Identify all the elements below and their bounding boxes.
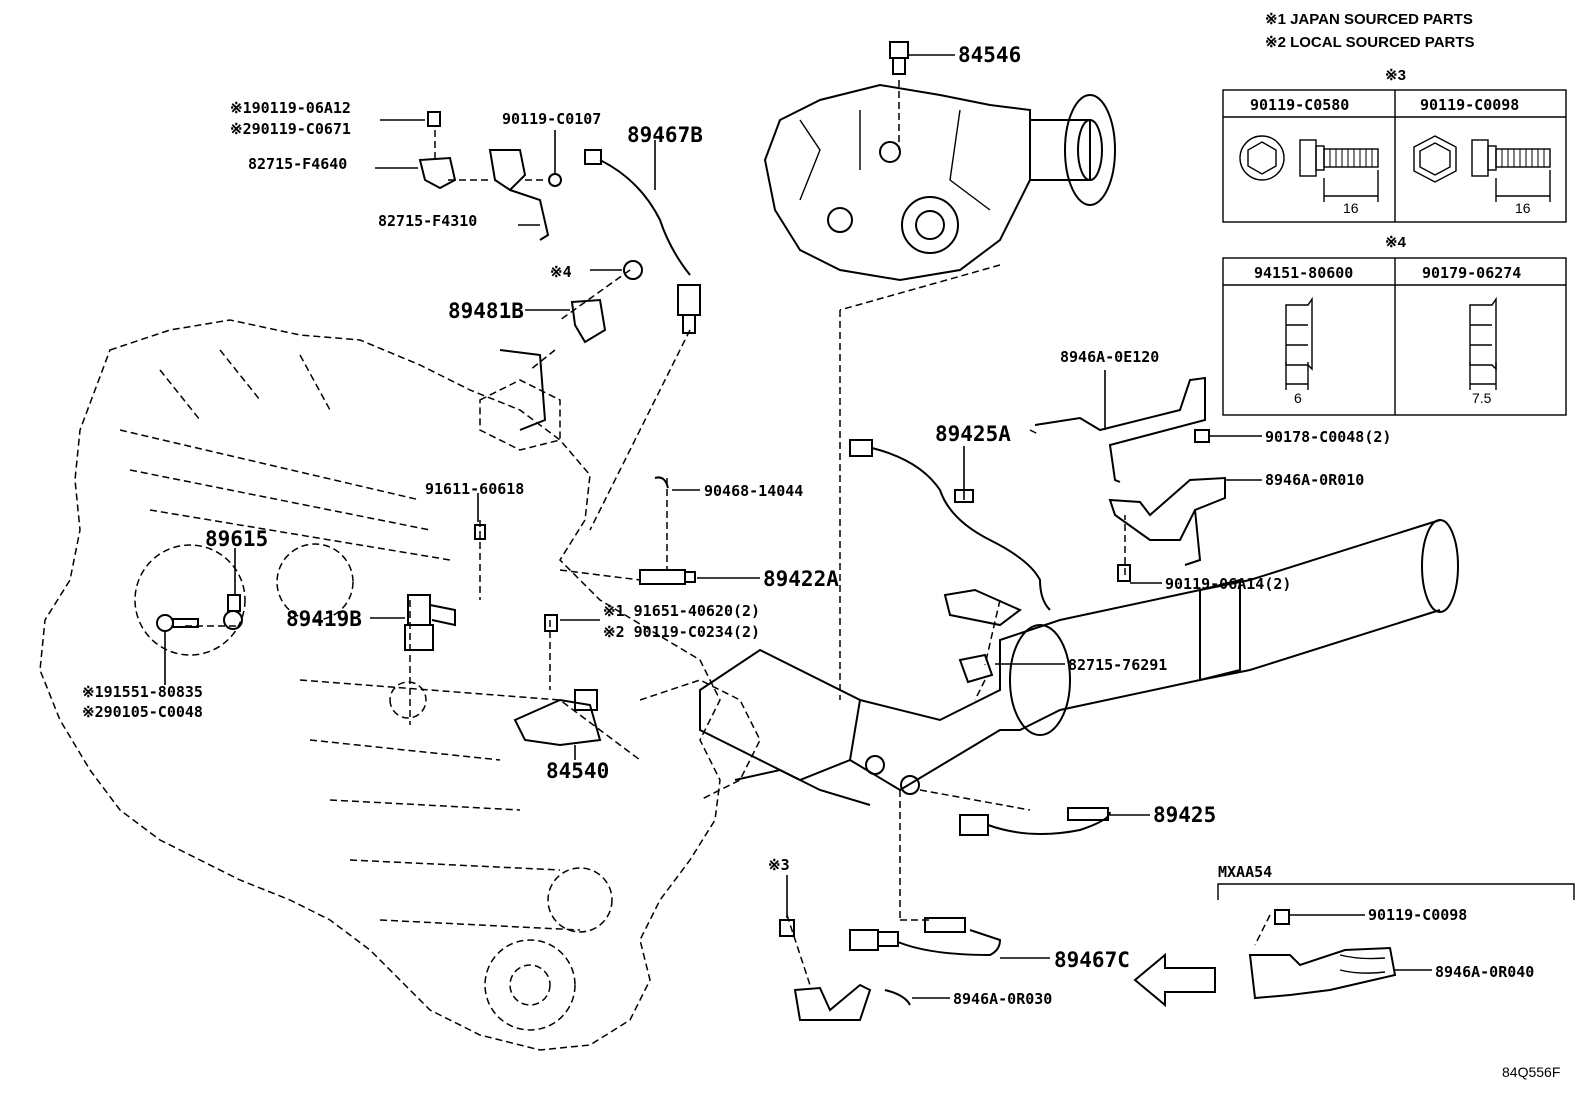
flange-nut-icon <box>1285 296 1313 390</box>
label-90119-c0671: ※290119-C0671 <box>230 120 351 138</box>
exhaust-pipe-illustration <box>699 519 1459 806</box>
oxygen-sensor-89425[interactable] <box>959 807 1111 836</box>
fastener-table-4: ※4 94151-80600 90179-06274 6 7.5 <box>1222 234 1567 416</box>
label-82715-f4640: 82715-F4640 <box>248 155 347 173</box>
transfer-case-illustration <box>763 83 1116 282</box>
label-89419b: 89419B <box>286 607 362 631</box>
flange-bolt-icon <box>1239 135 1379 202</box>
label-91551-80835: ※191551-80835 <box>82 683 203 701</box>
bracket-8946a-0e120[interactable] <box>1034 376 1206 483</box>
label-mxaa54: MXAA54 <box>1218 863 1272 881</box>
oxygen-sensor-89467b[interactable] <box>584 149 701 334</box>
table4-col2-part: 90179-06274 <box>1422 264 1521 282</box>
sensor-89481b[interactable] <box>499 298 607 431</box>
table4-col2-dim: 7.5 <box>1472 390 1492 406</box>
label-90468-14044: 90468-14044 <box>704 482 803 500</box>
label-84540: 84540 <box>546 759 609 783</box>
illustration-code: 84Q556F <box>1502 1064 1560 1080</box>
label-90105-c0048: ※290105-C0048 <box>82 703 203 721</box>
bolt[interactable] <box>779 919 795 937</box>
legend-japan-sourced: ※1 JAPAN SOURCED PARTS <box>1265 11 1473 28</box>
bolt[interactable] <box>474 524 486 540</box>
label-82715-f4310: 82715-F4310 <box>378 212 477 230</box>
flange-nut[interactable] <box>623 260 643 280</box>
label-82715-76291: 82715-76291 <box>1068 656 1167 674</box>
table3-col2-dim: 16 <box>1515 200 1531 216</box>
label-8946a-0e120: 8946A-0E120 <box>1060 348 1159 366</box>
cam-position-sensor-89419b[interactable] <box>404 594 456 651</box>
label-90119-c0107: 90119-C0107 <box>502 110 601 128</box>
neutral-start-switch-84540[interactable] <box>513 689 602 747</box>
bracket-8946a-0r010[interactable] <box>1108 476 1226 566</box>
label-90119-06a12: ※190119-06A12 <box>230 99 351 117</box>
table3-marker: ※3 <box>1385 67 1406 84</box>
label-90119-06a14: 90119-06A14(2) <box>1165 575 1291 593</box>
table4-col1-dim: 6 <box>1294 390 1302 406</box>
table4-col1-part: 94151-80600 <box>1254 264 1353 282</box>
bolt[interactable] <box>1117 564 1131 582</box>
label-8946a-0r040: 8946A-0R040 <box>1435 963 1534 981</box>
label-91651-40620: ※1 91651-40620(2) <box>603 602 760 620</box>
label-90119-c0098: 90119-C0098 <box>1368 906 1467 924</box>
label-90178-c0048: 90178-C0048(2) <box>1265 428 1391 446</box>
bracket-8946a-0r040[interactable] <box>1248 946 1397 1000</box>
label-84546: 84546 <box>958 43 1021 67</box>
flange-nut[interactable] <box>1194 429 1210 443</box>
wire-clip[interactable] <box>654 476 669 489</box>
label-89467b: 89467B <box>627 123 703 147</box>
table3-col2-part: 90119-C0098 <box>1420 96 1519 114</box>
label-star4: ※4 <box>550 263 572 281</box>
oxygen-sensor-89467c[interactable] <box>849 917 1002 957</box>
oxygen-sensor-89425a[interactable] <box>849 439 1051 627</box>
table4-marker: ※4 <box>1385 234 1407 251</box>
table3-col1-part: 90119-C0580 <box>1250 96 1349 114</box>
label-8946a-0r010: 8946A-0R010 <box>1265 471 1364 489</box>
label-90119-c0234: ※2 90119-C0234(2) <box>603 623 760 641</box>
hex-bolt-icon <box>1413 135 1551 202</box>
label-89425: 89425 <box>1153 803 1216 827</box>
engine-block-illustration <box>39 319 761 1051</box>
sensor-bracket[interactable] <box>418 111 562 241</box>
wire-clamp[interactable] <box>958 653 994 684</box>
label-89467c: 89467C <box>1054 948 1130 972</box>
bolt[interactable] <box>1274 909 1290 925</box>
label-star3: ※3 <box>768 856 790 874</box>
fastener-table-3: ※3 90119-C0580 90119-C0098 16 <box>1222 67 1567 223</box>
label-89422a: 89422A <box>763 567 839 591</box>
label-89615: 89615 <box>205 527 268 551</box>
bolt[interactable] <box>544 614 558 632</box>
label-89481b: 89481B <box>448 299 524 323</box>
label-89425a: 89425A <box>935 422 1011 446</box>
left-arrow-icon <box>1133 952 1216 1008</box>
sensor-89422a[interactable] <box>639 569 696 585</box>
label-8946a-0r030: 8946A-0R030 <box>953 990 1052 1008</box>
flange-nut-icon <box>1469 296 1497 390</box>
assembly-leader-lines <box>185 80 1271 986</box>
bolt-91551-80835[interactable] <box>156 614 199 632</box>
knock-sensor-89615[interactable] <box>223 594 243 630</box>
table3-col1-dim: 16 <box>1343 200 1359 216</box>
label-91611-60618: 91611-60618 <box>425 480 524 498</box>
transfer-position-switch[interactable] <box>889 41 955 75</box>
bracket-8946a-0r030[interactable] <box>793 983 911 1021</box>
legend-local-sourced: ※2 LOCAL SOURCED PARTS <box>1265 34 1475 51</box>
